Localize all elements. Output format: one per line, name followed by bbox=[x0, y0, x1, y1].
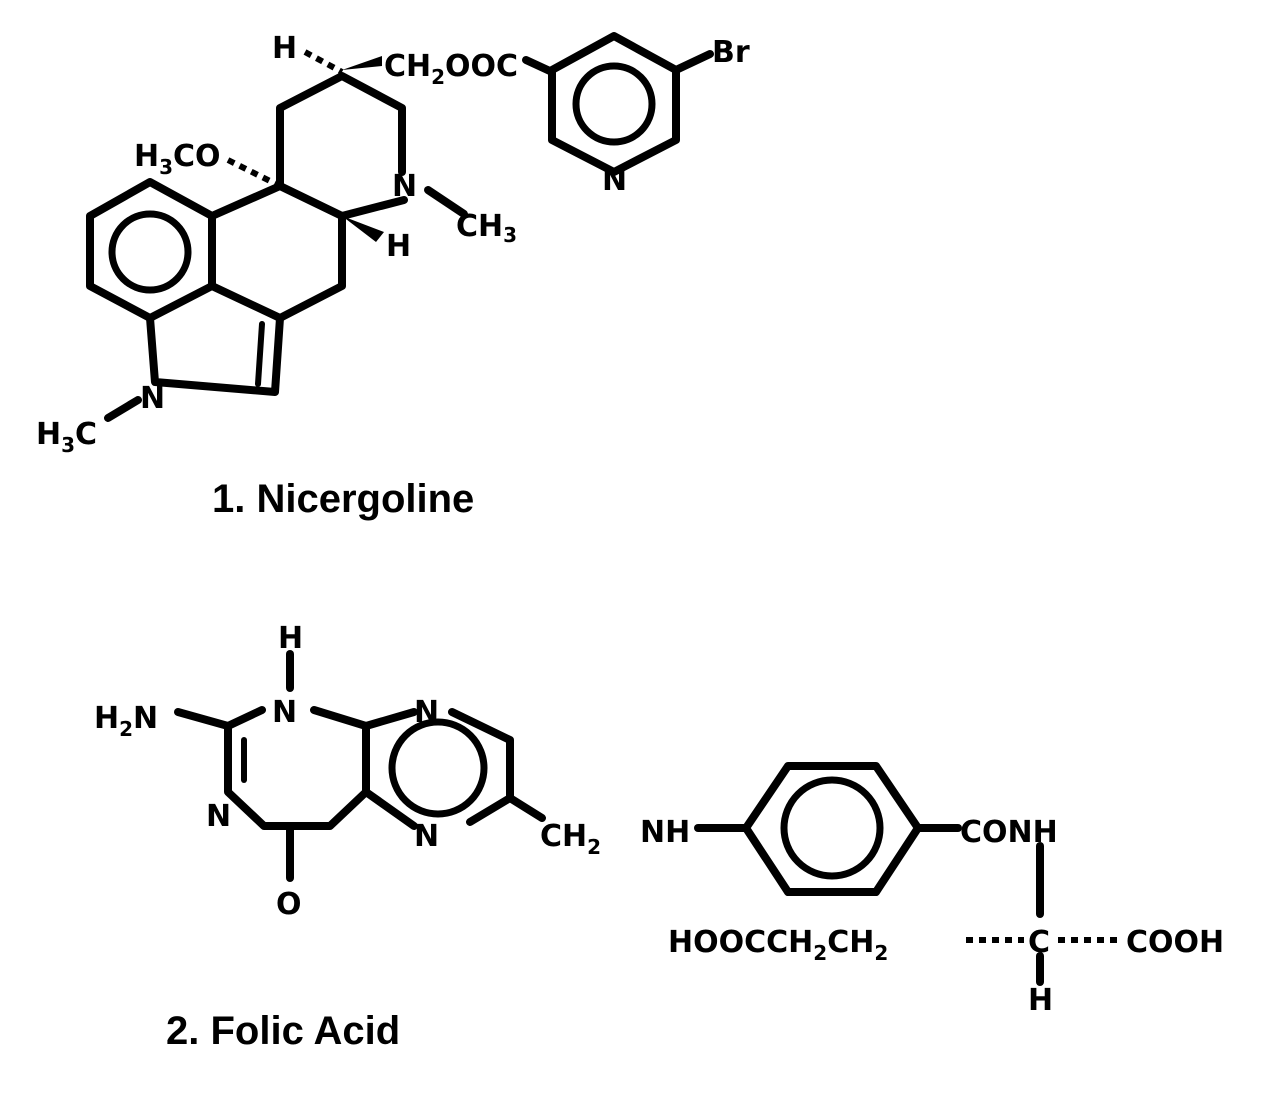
pyrrole-ring-bonds bbox=[146, 314, 284, 396]
methoxy-dashed-bond bbox=[226, 157, 282, 189]
ring-c-bonds bbox=[208, 182, 346, 322]
pyrimidine-ring-bonds bbox=[224, 706, 370, 830]
bromo-bond bbox=[672, 50, 714, 74]
pyridine-aromatic-circle bbox=[572, 62, 656, 146]
pyrazine-aromatic-circle bbox=[388, 718, 488, 818]
methoxy-label: H3CO bbox=[134, 139, 221, 179]
nicergoline-caption: 1. Nicergoline bbox=[212, 477, 474, 521]
methylene-label: CH2 bbox=[540, 819, 601, 859]
amide-label: CONH bbox=[960, 815, 1058, 850]
alpha-h-label: H bbox=[1028, 983, 1053, 1018]
n-methyl-bond bbox=[424, 186, 468, 218]
pteridine-n-bottom-label: N bbox=[414, 819, 439, 854]
methylene-bond bbox=[506, 794, 546, 822]
nicergoline-structure: H CH2OOC Br N H3CO N CH3 H N H3C 1. Nice… bbox=[36, 31, 750, 521]
benzene-aromatic-circle bbox=[108, 210, 192, 294]
ring-n-label: N bbox=[392, 169, 417, 204]
pyrrole-double-bond bbox=[255, 321, 265, 387]
phenyl-ring-bonds bbox=[742, 762, 922, 896]
amine-label: H2N bbox=[94, 701, 158, 741]
indole-n-methyl-bond bbox=[104, 396, 142, 422]
n3-label: N bbox=[206, 799, 231, 834]
n1-h-label: H bbox=[278, 621, 303, 656]
ring-d-bonds bbox=[276, 72, 406, 190]
phenyl-aromatic-circle bbox=[780, 776, 884, 880]
n-to-c5-bond bbox=[338, 196, 408, 220]
alpha-carbon-label: C bbox=[1028, 925, 1050, 960]
indole-n-label: N bbox=[140, 381, 165, 416]
h-wedge-bond bbox=[342, 216, 384, 242]
pyrazine-bond-b bbox=[448, 708, 514, 826]
h-stereo-label: H bbox=[386, 229, 411, 264]
pyrazine-bond-c bbox=[362, 788, 418, 830]
benzene-ring-bonds bbox=[86, 178, 216, 322]
n1-label: N bbox=[272, 695, 297, 730]
ester-pyridine-bond bbox=[522, 56, 556, 76]
oxo-label: O bbox=[276, 887, 302, 922]
amine-bond bbox=[174, 708, 232, 730]
folic-acid-caption: 2. Folic Acid bbox=[166, 1009, 400, 1053]
folic-acid-structure: H H2N N N N N O CH2 NH CONH HOOCCH2CH2 C… bbox=[94, 621, 1224, 1053]
pyridine-n-label: N bbox=[602, 163, 627, 198]
indole-methyl-label: H3C bbox=[36, 417, 97, 457]
pyrazine-bond-a bbox=[362, 708, 418, 730]
pteridine-n-top-label: N bbox=[414, 695, 439, 730]
glutamate-chain-label: HOOCCH2CH2 bbox=[668, 925, 888, 965]
ester-wedge-bond bbox=[342, 56, 382, 70]
h-top-label: H bbox=[272, 31, 297, 66]
bromine-label: Br bbox=[712, 35, 750, 70]
nh-label: NH bbox=[640, 815, 690, 850]
ester-group-label: CH2OOC bbox=[384, 49, 518, 89]
pyridine-ring-bonds bbox=[548, 32, 680, 176]
carboxyl-label: COOH bbox=[1126, 925, 1224, 960]
n-methyl-label: CH3 bbox=[456, 209, 517, 247]
h-dashed-bond bbox=[303, 49, 344, 75]
